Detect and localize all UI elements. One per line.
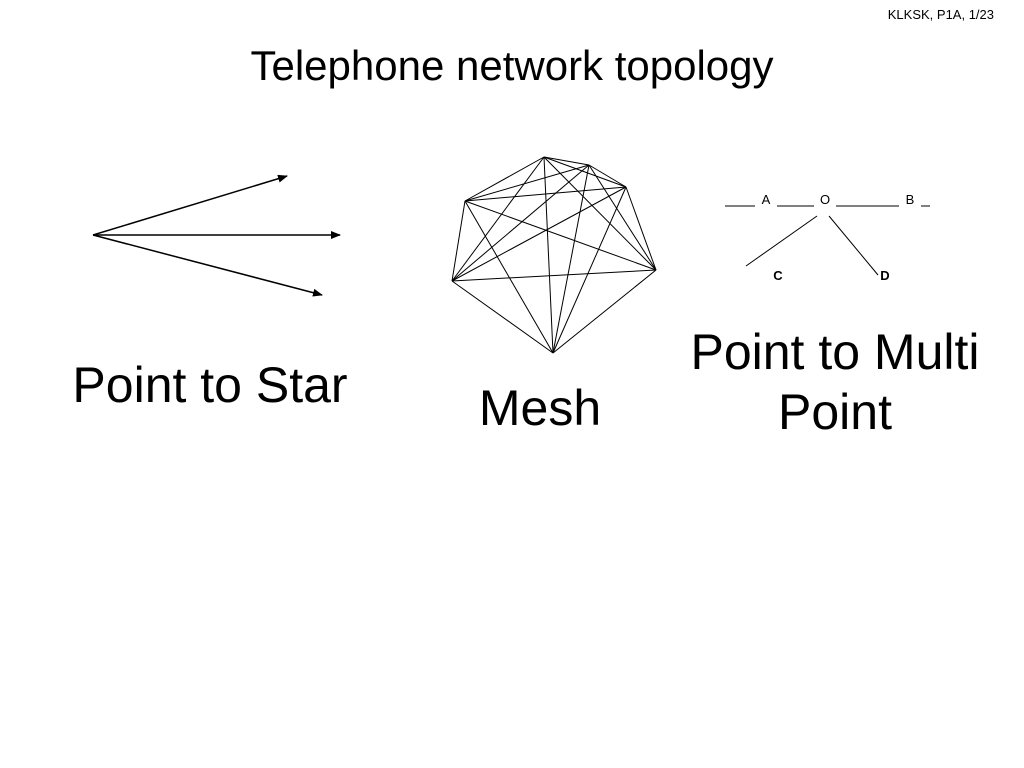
- mesh-link-11: [625, 186, 657, 271]
- mesh-link-18: [451, 280, 554, 354]
- mesh-link-5: [464, 156, 545, 202]
- mesh-link-0: [543, 156, 590, 166]
- slide-reference: KLKSK, P1A, 1/23: [887, 7, 994, 22]
- multipoint-caption: Point to Multi Point: [655, 322, 1015, 442]
- star-arrow-down: [92, 234, 323, 297]
- mesh-link-8: [552, 164, 590, 354]
- mesh-link-2: [543, 156, 657, 271]
- mesh-link-20: [451, 200, 466, 282]
- multipoint-branch-c: [745, 215, 818, 267]
- mesh-link-4: [451, 156, 545, 282]
- star-caption: Point to Star: [72, 357, 348, 413]
- multipoint-diagram: A O B C D: [725, 192, 930, 283]
- mesh-link-13: [451, 186, 627, 282]
- page-title: Telephone network topology: [250, 42, 774, 89]
- node-label-d: D: [880, 268, 889, 283]
- star-arrow-up: [92, 174, 288, 236]
- mesh-link-10: [464, 164, 590, 202]
- mesh-link-1: [543, 156, 627, 188]
- multipoint-caption-line1: Point to Multi: [690, 324, 980, 380]
- mesh-link-15: [552, 269, 657, 354]
- multipoint-caption-line2: Point: [778, 384, 892, 440]
- node-label-c: C: [773, 268, 783, 283]
- node-label-a: A: [762, 192, 771, 207]
- node-label-b: B: [906, 192, 915, 207]
- mesh-caption: Mesh: [478, 380, 602, 436]
- star-diagram: [92, 174, 341, 297]
- mesh-link-6: [588, 164, 627, 188]
- mesh-link-7: [588, 164, 657, 271]
- multipoint-branch-d: [828, 215, 879, 276]
- mesh-link-12: [552, 186, 627, 354]
- node-label-o: O: [820, 192, 830, 207]
- mesh-link-19: [464, 200, 554, 354]
- mesh-link-14: [464, 186, 627, 202]
- mesh-link-16: [451, 269, 657, 282]
- mesh-diagram: [451, 156, 657, 354]
- mesh-link-3: [543, 156, 554, 354]
- mesh-link-9: [451, 164, 590, 282]
- mesh-link-17: [464, 200, 657, 271]
